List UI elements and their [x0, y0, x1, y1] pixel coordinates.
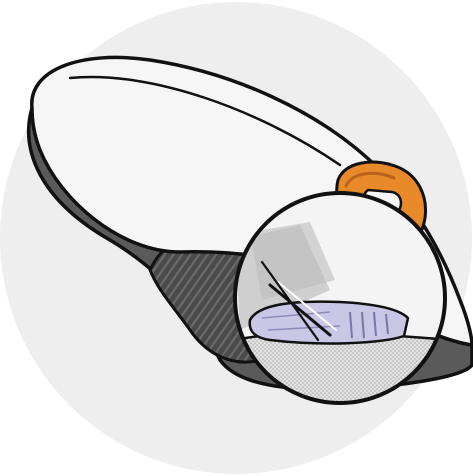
- illustration-stage: [0, 0, 473, 476]
- mouse-illustration: [0, 0, 473, 476]
